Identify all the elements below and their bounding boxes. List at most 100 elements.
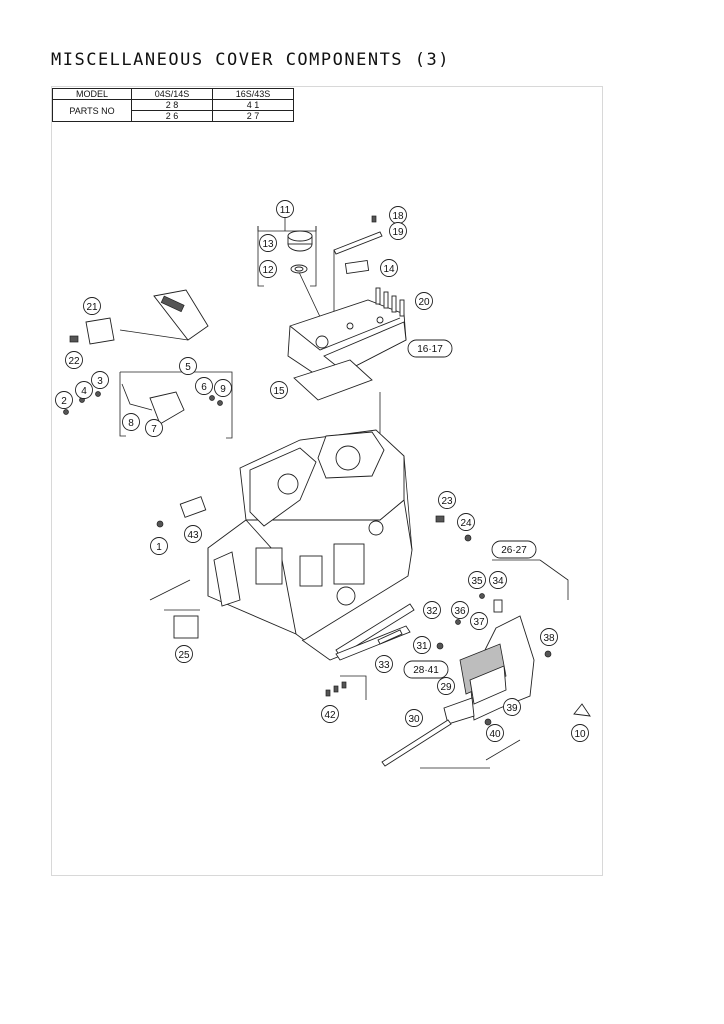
- callout-label: 10: [574, 729, 586, 740]
- callout-label: 24: [460, 518, 472, 529]
- callout-19: 19: [389, 222, 407, 240]
- callout-label: 26·27: [501, 545, 527, 556]
- callout-7: 7: [145, 419, 163, 437]
- callout-label: 13: [262, 239, 274, 250]
- table-cell-r2-b: 2 7: [212, 110, 294, 122]
- callout-label: 1: [156, 542, 162, 553]
- callout-31: 31: [413, 636, 431, 654]
- callout-11: 11: [276, 200, 294, 218]
- callout-38: 38: [540, 628, 558, 646]
- rail-parts-32-33: [335, 603, 415, 661]
- gasket-plate: [293, 359, 373, 401]
- callout-label: 35: [471, 576, 483, 587]
- callout-5: 5: [179, 357, 197, 375]
- front-cover-assembly: [436, 593, 552, 726]
- callout-label: 40: [489, 729, 501, 740]
- callout-26-27: 26·27: [491, 540, 537, 559]
- callout-label: 6: [201, 382, 207, 393]
- callout-label: 18: [392, 211, 404, 222]
- callout-24: 24: [457, 513, 475, 531]
- callout-label: 12: [262, 265, 274, 276]
- oil-cap-assembly: [287, 230, 313, 274]
- callout-label: 38: [543, 633, 555, 644]
- rod-30: [381, 719, 452, 767]
- callout-33: 33: [375, 655, 393, 673]
- callout-29: 29: [437, 677, 455, 695]
- callout-35: 35: [468, 571, 486, 589]
- callout-6: 6: [195, 377, 213, 395]
- callout-label: 33: [378, 660, 390, 671]
- callout-label: 25: [178, 650, 190, 661]
- side-cover-21: [69, 289, 209, 345]
- callout-36: 36: [451, 601, 469, 619]
- callout-15: 15: [270, 381, 288, 399]
- callout-label: 8: [128, 418, 134, 429]
- table-cell-r2-a: 2 6: [131, 110, 213, 122]
- callout-16-17: 16·17: [407, 339, 453, 358]
- callout-20: 20: [415, 292, 433, 310]
- callout-9: 9: [214, 379, 232, 397]
- callout-42: 42: [321, 705, 339, 723]
- machine-frame-body: [207, 429, 413, 641]
- callout-label: 23: [441, 496, 453, 507]
- callout-bubbles: 1 2 3 4 5 6 7 8 9 10 11 12 13 14 15 16·1…: [55, 200, 589, 742]
- callout-label: 36: [454, 606, 466, 617]
- callout-label: 29: [440, 682, 452, 693]
- callout-18: 18: [389, 206, 407, 224]
- callout-label: 30: [408, 714, 420, 725]
- callout-label: 7: [151, 424, 157, 435]
- callout-label: 3: [97, 376, 103, 387]
- callout-label: 22: [68, 356, 80, 367]
- screws-set-42: [325, 681, 347, 697]
- callout-39: 39: [503, 698, 521, 716]
- callout-28-41: 28·41: [403, 660, 449, 679]
- callout-43: 43: [184, 525, 202, 543]
- callout-label: 43: [187, 530, 199, 541]
- callout-22: 22: [65, 351, 83, 369]
- callout-1: 1: [150, 537, 168, 555]
- callout-label: 21: [86, 302, 98, 313]
- callout-2: 2: [55, 391, 73, 409]
- callout-23: 23: [438, 491, 456, 509]
- callout-12: 12: [259, 260, 277, 278]
- page-title: MISCELLANEOUS COVER COMPONENTS (3): [51, 50, 450, 70]
- callout-label: 5: [185, 362, 191, 373]
- small-fasteners: [156, 496, 472, 542]
- callout-40: 40: [486, 724, 504, 742]
- callout-label: 37: [473, 617, 485, 628]
- callout-label: 14: [383, 264, 395, 275]
- callout-30: 30: [405, 709, 423, 727]
- callout-label: 34: [492, 576, 504, 587]
- callout-34: 34: [489, 571, 507, 589]
- callout-label: 9: [220, 384, 226, 395]
- callout-label: 20: [418, 297, 430, 308]
- bracket-assembly-5-9: [63, 383, 223, 425]
- callout-label: 32: [426, 606, 438, 617]
- callout-8: 8: [122, 413, 140, 431]
- tip-part-10: [573, 703, 591, 717]
- top-cover-16-17: [287, 299, 407, 381]
- callout-25: 25: [175, 645, 193, 663]
- callout-10: 10: [571, 724, 589, 742]
- label-plate-25: [173, 615, 199, 639]
- callout-label: 31: [416, 641, 428, 652]
- callout-13: 13: [259, 234, 277, 252]
- screws-set-20: [375, 287, 405, 317]
- callout-3: 3: [91, 371, 109, 389]
- callout-label: 28·41: [413, 665, 439, 676]
- callout-label: 11: [280, 205, 291, 216]
- diagram-frame: [51, 86, 603, 876]
- callout-14: 14: [380, 259, 398, 277]
- callout-label: 15: [273, 386, 285, 397]
- callout-21: 21: [83, 297, 101, 315]
- callout-32: 32: [423, 601, 441, 619]
- top-lever-assembly: [333, 215, 383, 274]
- callout-label: 42: [324, 710, 336, 721]
- callout-37: 37: [470, 612, 488, 630]
- callout-label: 19: [392, 227, 404, 238]
- callout-label: 39: [506, 703, 518, 714]
- callout-label: 4: [81, 386, 87, 397]
- model-parts-table: MODEL 04S/14S 16S/43S PARTS NO 2 8 4 1 2…: [52, 88, 294, 122]
- callout-label: 2: [61, 396, 67, 407]
